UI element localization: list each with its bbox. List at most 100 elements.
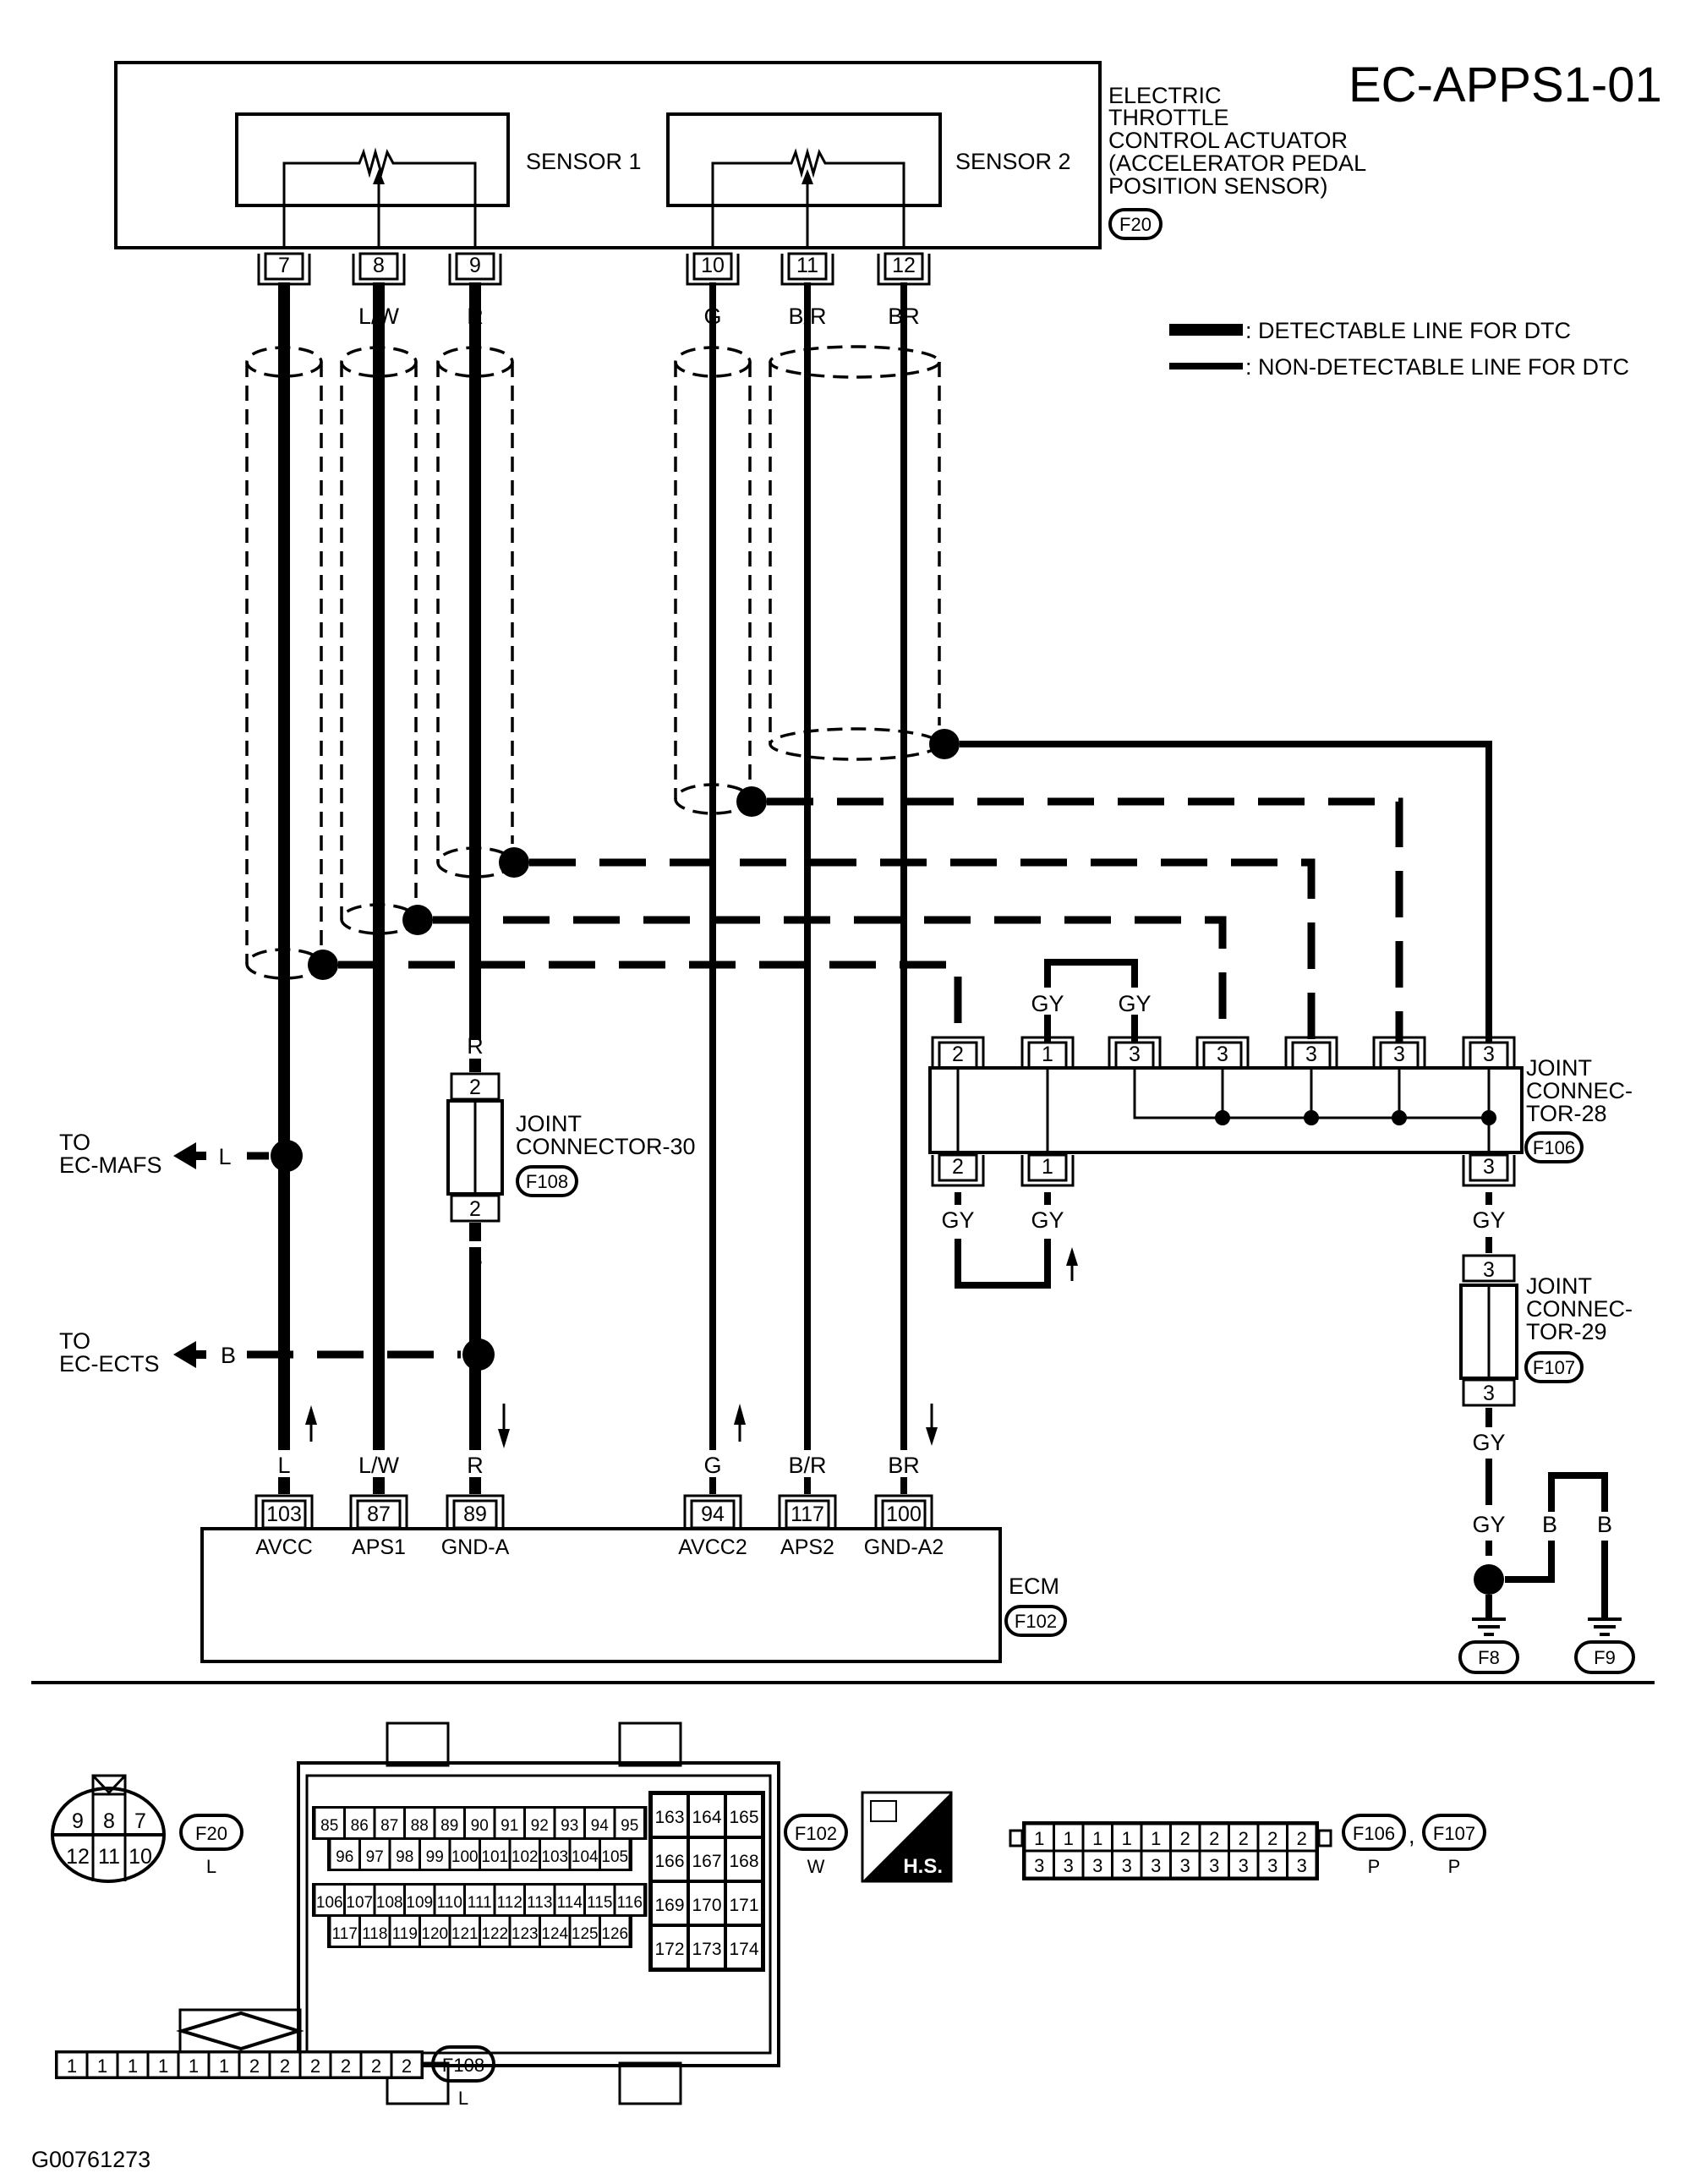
pin-number: 1	[1122, 1828, 1132, 1849]
sensor-2-label: SENSOR 2	[955, 149, 1071, 174]
ecm-pin: 94	[683, 1494, 742, 1530]
harness-side-icon: H.S.	[861, 1791, 953, 1883]
pin-number: 165	[729, 1808, 758, 1827]
ground-section: GY B B	[1472, 1472, 1612, 1619]
pin-number: 1	[158, 2055, 168, 2077]
pin-number: 2	[1297, 1828, 1307, 1849]
pin-number: 110	[437, 1894, 462, 1912]
pin-number: 1	[1151, 1828, 1161, 1849]
legend-detectable-label: : DETECTABLE LINE FOR DTC	[1245, 318, 1571, 343]
pin-number: 3	[1483, 1043, 1495, 1066]
pin-number: 3	[1180, 1855, 1190, 1876]
pin-number: 167	[692, 1852, 721, 1871]
connector-color: L	[458, 2088, 468, 2109]
diagram-id: EC-APPS1-01	[1349, 57, 1662, 112]
branch-ec-ects: TO EC-ECTS B	[59, 1328, 495, 1377]
joint-connector-29: 3 3	[1459, 1254, 1518, 1407]
pin-number: 92	[531, 1817, 549, 1835]
pin-number: 164	[692, 1808, 721, 1827]
ecm-signal-label: AVCC	[255, 1535, 313, 1559]
ground-icon: F9	[1574, 1617, 1635, 1674]
pin-number: 114	[557, 1894, 583, 1912]
pin-number: 8	[373, 254, 385, 277]
pin-number: 3	[1305, 1043, 1317, 1066]
svg-text:TOR-29: TOR-29	[1526, 1319, 1607, 1344]
wire-color-label: L	[277, 1453, 290, 1478]
ecm-signal-label: APS1	[352, 1535, 406, 1559]
wire-color-label: BR	[888, 1453, 920, 1478]
svg-text:L: L	[218, 1144, 231, 1169]
sensor-pin: 8	[352, 252, 406, 286]
pin-number: 174	[729, 1940, 758, 1959]
pin-number: 11	[98, 1845, 120, 1869]
svg-text:F8: F8	[1478, 1647, 1500, 1668]
jc28-jumper-bottom	[955, 1239, 1051, 1289]
wire-color-label: R	[467, 1453, 484, 1478]
sensor-pin: 10	[686, 252, 740, 286]
sensor-pin: 12	[877, 252, 931, 286]
svg-text:JOINT: JOINT	[516, 1111, 582, 1136]
arrow-down-icon	[926, 1404, 938, 1446]
svg-text:B: B	[1597, 1512, 1612, 1537]
pin-number: 109	[406, 1894, 433, 1912]
pin-number: 12	[892, 254, 916, 277]
pin-number: 125	[572, 1925, 599, 1943]
pin-number: 98	[396, 1848, 413, 1866]
pin-number: 9	[469, 254, 481, 277]
ecm-box	[200, 1527, 1002, 1663]
pin-number: 3	[1267, 1855, 1277, 1876]
svg-text:2: 2	[469, 1197, 481, 1221]
ecm-label: ECM	[1009, 1574, 1059, 1599]
pin-number: 93	[561, 1817, 578, 1835]
pin-number: 2	[1180, 1828, 1190, 1849]
wire-color-label: GY	[1472, 1207, 1505, 1233]
pin-number: 1	[67, 2055, 77, 2077]
sensor-1-label: SENSOR 1	[526, 149, 642, 174]
ecm-pin: 117	[778, 1494, 837, 1530]
joint-connector-28	[928, 1066, 1524, 1154]
pin-number: 3	[1217, 1043, 1228, 1066]
svg-text:TO: TO	[59, 1328, 90, 1354]
svg-text:CONTROL ACTUATOR: CONTROL ACTUATOR	[1108, 128, 1348, 153]
pin-number: 2	[1209, 1828, 1219, 1849]
connector-color: P	[1448, 1856, 1461, 1877]
pin-number: 2	[402, 2055, 412, 2077]
svg-text:JOINT: JOINT	[1526, 1273, 1592, 1299]
pin-number: 2	[371, 2055, 381, 2077]
pin-number: 87	[380, 1817, 398, 1835]
pin-number: 2	[1267, 1828, 1277, 1849]
pin-number: 103	[266, 1503, 302, 1526]
pin-number: 1	[1064, 1828, 1074, 1849]
ecm-pin: 100	[874, 1494, 933, 1530]
separator: ,	[1409, 1823, 1415, 1848]
pin-number: 116	[617, 1894, 643, 1912]
pin-number: 168	[729, 1852, 758, 1871]
svg-text:F20: F20	[1119, 214, 1152, 235]
pin-number: 1	[97, 2055, 107, 2077]
svg-text:H.S.: H.S.	[903, 1855, 943, 1878]
pin-number: 123	[512, 1925, 539, 1943]
jc28-top-pin: 3	[1195, 1036, 1250, 1070]
pin-number: 94	[591, 1817, 610, 1835]
jc28-top-pin: 2	[931, 1036, 985, 1070]
svg-text:ELECTRIC: ELECTRIC	[1108, 83, 1222, 108]
pin-number: 172	[654, 1940, 684, 1959]
arrow-down-icon	[498, 1404, 510, 1448]
svg-text:B: B	[221, 1343, 236, 1368]
pin-number: 2	[280, 2055, 290, 2077]
svg-text:F20: F20	[195, 1823, 227, 1844]
svg-text:CONNEC-: CONNEC-	[1526, 1296, 1633, 1322]
pin-number: 105	[601, 1848, 628, 1866]
pin-number: 11	[796, 254, 818, 277]
pin-number: 3	[1092, 1855, 1102, 1876]
pin-number: 115	[587, 1894, 612, 1912]
pin-number: 10	[129, 1845, 152, 1869]
jc28-top-pin: 3	[1372, 1036, 1426, 1070]
svg-text:GY: GY	[1472, 1512, 1505, 1537]
pin-number: 12	[66, 1845, 90, 1869]
main-wires	[278, 282, 907, 1494]
